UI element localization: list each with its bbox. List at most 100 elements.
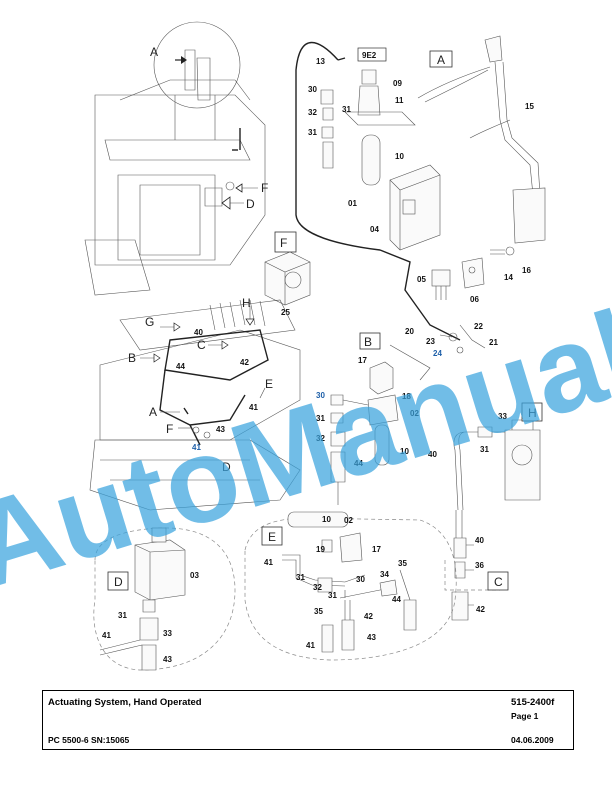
part-number: 16 (522, 266, 531, 275)
view-label-d-top: D (246, 197, 255, 211)
part-number: 43 (367, 633, 376, 642)
page-number: Page 1 (511, 711, 539, 721)
part-number: 03 (190, 571, 199, 580)
machine-overview-middle (89, 299, 301, 511)
part-number: 19 (316, 545, 325, 554)
part-number: 42 (476, 605, 485, 614)
part-number: 13 (316, 57, 325, 66)
part-number: 31 (342, 105, 351, 114)
part-number: 10 (400, 447, 409, 456)
view-label-d: D (222, 460, 231, 474)
view-code-f: F (280, 236, 287, 250)
part-number: 35 (398, 559, 407, 568)
view-label-f: F (166, 422, 173, 436)
part-number: 44 (392, 595, 401, 604)
part-number: 44 (176, 362, 185, 371)
detail-b (330, 332, 431, 505)
part-number: 42 (364, 612, 373, 621)
part-number: 41 (249, 403, 258, 412)
part-number: 20 (405, 327, 414, 336)
view-code-e: E (268, 530, 276, 544)
part-number: 41 (264, 558, 273, 567)
view-code-d: D (114, 575, 123, 589)
part-number: 30 (308, 85, 317, 94)
part-number: 18 (402, 392, 411, 401)
part-number: 42 (240, 358, 249, 367)
view-label-g: G (145, 315, 154, 329)
part-number: 22 (474, 322, 483, 331)
view-code-b: B (364, 335, 372, 349)
part-number: 24 (433, 349, 442, 358)
part-number: 17 (358, 356, 367, 365)
part-number: 06 (470, 295, 479, 304)
title-block: Actuating System, Hand Operated 515-2400… (42, 690, 574, 750)
part-number: 40 (428, 450, 437, 459)
view-box-e (261, 526, 283, 546)
part-number: 32 (316, 434, 325, 443)
document-number: 515-2400f (511, 697, 555, 708)
view-label-a: A (149, 405, 157, 419)
view-label-f-top: F (261, 181, 268, 195)
detail-f (264, 231, 311, 306)
part-number: 31 (296, 573, 305, 582)
part-number: 31 (328, 591, 337, 600)
part-number: 43 (163, 655, 172, 664)
part-number: 17 (372, 545, 381, 554)
part-number: 43 (216, 425, 225, 434)
part-number: 15 (525, 102, 534, 111)
part-number: 05 (417, 275, 426, 284)
view-code-c: C (494, 575, 503, 589)
part-number: 44 (354, 459, 363, 468)
part-number: 02 (410, 409, 419, 418)
view-label-e: E (265, 377, 273, 391)
part-number: 02 (344, 516, 353, 525)
part-number: 36 (475, 561, 484, 570)
part-number: 21 (489, 338, 498, 347)
view-label-b: B (128, 351, 136, 365)
view-box-c (487, 571, 509, 591)
part-number: 41 (102, 631, 111, 640)
view-label-c: C (197, 338, 206, 352)
watermark: AutoManual (0, 285, 612, 614)
part-number: 23 (426, 337, 435, 346)
part-number: 31 (308, 128, 317, 137)
view-label-a-top: A (150, 45, 158, 59)
part-number: 33 (163, 629, 172, 638)
detail-e (244, 511, 457, 661)
part-number: 04 (370, 225, 379, 234)
document-title: Actuating System, Hand Operated (48, 697, 202, 708)
part-number: 40 (475, 536, 484, 545)
detail-h (444, 419, 541, 621)
part-number: 11 (395, 96, 404, 105)
part-number: 31 (118, 611, 127, 620)
view-box-h (521, 402, 543, 422)
part-number: 09 (393, 79, 402, 88)
callout-arrows-middle (140, 306, 266, 429)
part-number: 33 (498, 412, 507, 421)
part-number: 10 (322, 515, 331, 524)
part-number: 31 (480, 445, 489, 454)
part-number: 25 (281, 308, 290, 317)
parts-diagram: A F D F 25 G H C B E A F D 40 42 4 (0, 21, 612, 671)
part-number: 32 (308, 108, 317, 117)
part-number: 41 (306, 641, 315, 650)
machine-serial: PC 5500-6 SN:15065 (48, 735, 130, 745)
view-code-a: A (437, 53, 445, 67)
group-code: 9E2 (362, 51, 377, 60)
callout-arrows-top (175, 56, 258, 210)
part-number: 30 (356, 575, 365, 584)
part-number: 32 (313, 583, 322, 592)
part-number: 35 (314, 607, 323, 616)
detail-a (295, 35, 546, 354)
part-number: 31 (316, 414, 325, 423)
view-box-d (107, 571, 129, 591)
document-date: 04.06.2009 (511, 735, 554, 745)
detail-d (93, 527, 236, 671)
part-number: 10 (395, 152, 404, 161)
view-label-h: H (242, 296, 251, 310)
machine-overview-top (84, 21, 266, 296)
part-number: 14 (504, 273, 513, 282)
part-number: 41 (192, 443, 201, 452)
part-number: 34 (380, 570, 389, 579)
view-code-h: H (528, 406, 537, 420)
